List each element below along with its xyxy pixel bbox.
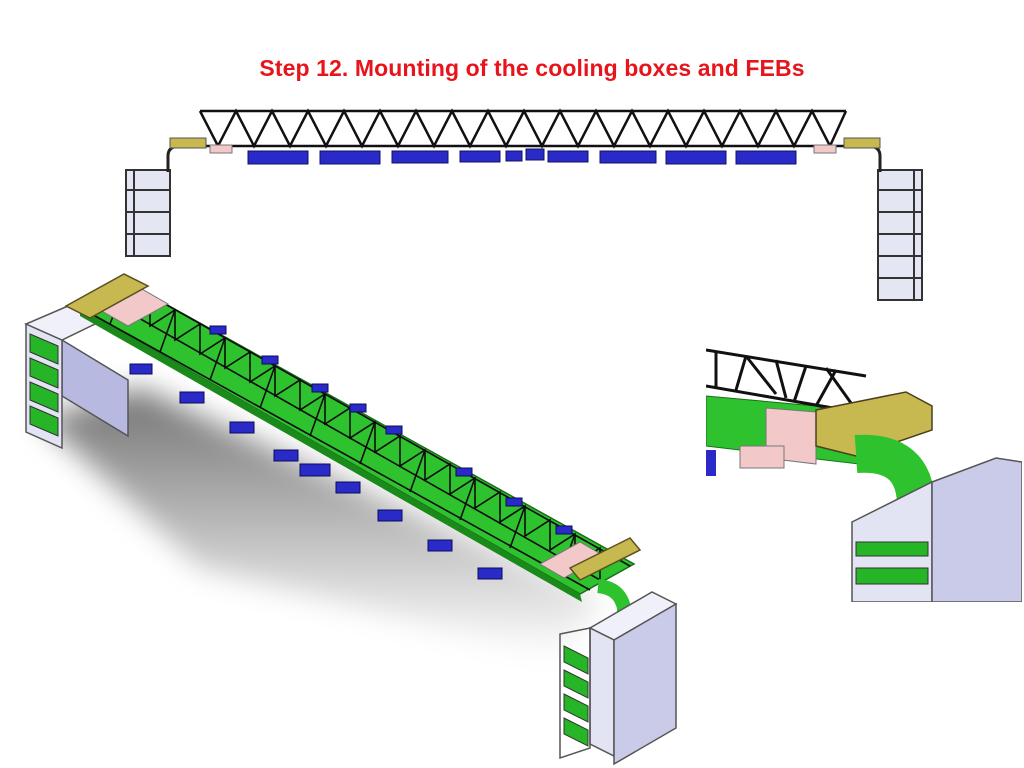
isometric-assembly-view [24, 273, 678, 766]
right-bracket [843, 137, 881, 149]
right-crate-side [877, 169, 923, 301]
right-pad [813, 144, 837, 154]
cooling-boxes-iso [129, 325, 573, 580]
truss-side [190, 108, 856, 149]
ground-shadow [40, 388, 600, 658]
right-cable-bend [846, 144, 882, 172]
left-bracket-iso [64, 273, 150, 319]
left-crate-side [125, 169, 171, 257]
detail-closeup-view [706, 346, 1022, 602]
slide-title: Step 12. Mounting of the cooling boxes a… [259, 55, 805, 81]
detail-bracket [815, 391, 933, 457]
left-bracket [169, 137, 207, 149]
board-edge [80, 308, 582, 602]
detail-box [739, 445, 785, 469]
detail-truss [706, 348, 867, 414]
truss-isometric [87, 280, 631, 591]
detail-crate [851, 457, 1022, 602]
left-pad [209, 144, 233, 154]
left-cable-bend [166, 144, 200, 172]
side-elevation-view [125, 108, 923, 301]
right-crate [559, 591, 678, 766]
right-bracket-iso [568, 537, 642, 581]
cooling-boxes-side [247, 148, 797, 165]
